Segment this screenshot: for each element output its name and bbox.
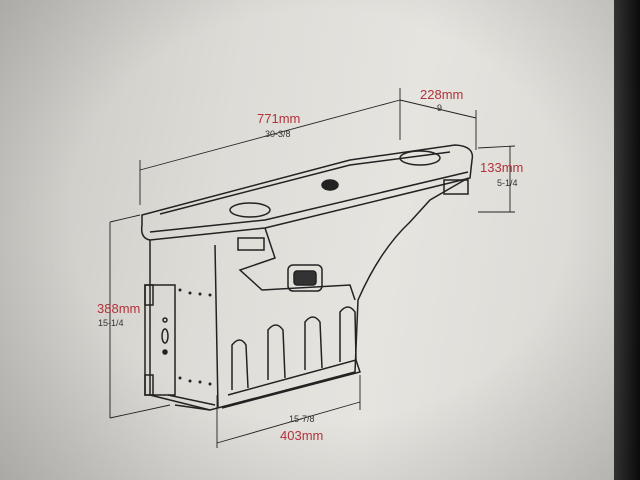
lid xyxy=(140,144,474,251)
base-length-metric-label: 403mm xyxy=(280,428,324,443)
depth-metric-label: 228mm xyxy=(420,87,464,102)
depth-imperial-label: 9 xyxy=(437,103,443,113)
lid-height-metric-label: 133mm xyxy=(480,160,524,175)
length-metric-label: 771mm xyxy=(257,111,301,126)
dimension-lines xyxy=(109,88,516,448)
monitor-bezel xyxy=(614,0,640,480)
length-imperial-label: 30-3/8 xyxy=(265,129,291,139)
height-imperial-label: 15-1/4 xyxy=(98,318,124,328)
lid-height-imperial-label: 5-1/4 xyxy=(497,178,518,188)
height-metric-label: 388mm xyxy=(97,301,141,316)
box-body xyxy=(144,177,469,411)
base-length-imperial-label: 15-7/8 xyxy=(289,414,315,424)
